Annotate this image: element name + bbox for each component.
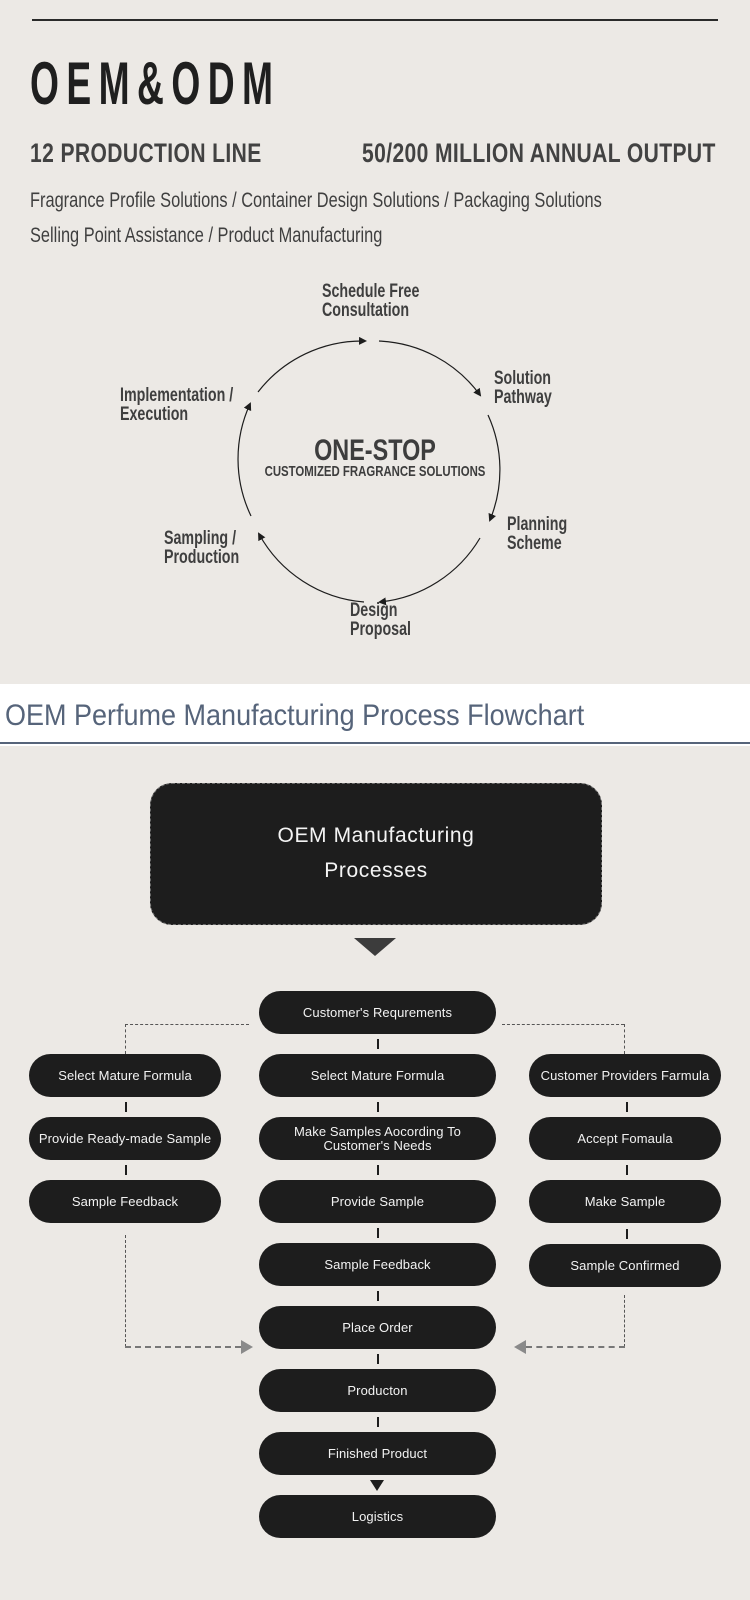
section-title: OEM Perfume Manufacturing Process Flowch…	[5, 699, 585, 732]
step-line: Proposal	[350, 619, 411, 640]
cycle-step-design: Design Proposal	[350, 601, 411, 639]
flow-node-center-7: Finished Product	[259, 1432, 496, 1475]
flow-node-left-2: Provide Ready-made Sample	[29, 1117, 221, 1160]
one-stop-cycle-diagram: Schedule Free Consultation Solution Path…	[0, 270, 750, 660]
cycle-step-implementation: Implementation / Execution	[120, 386, 233, 424]
one-stop-title: ONE-STOP	[314, 434, 436, 467]
arrow-right-icon	[241, 1340, 253, 1354]
top-divider	[32, 19, 718, 21]
cycle-step-planning: Planning Scheme	[507, 515, 567, 553]
cycle-step-sampling: Sampling / Production	[164, 529, 239, 567]
connector-tick	[377, 1039, 379, 1049]
cycle-step-consultation: Schedule Free Consultation	[322, 282, 419, 320]
left-merge-connector-h	[125, 1346, 241, 1348]
arc-implementation-to-consultation	[257, 336, 367, 393]
flow-node-left-3: Sample Feedback	[29, 1180, 221, 1223]
flow-node-right-2: Accept Fomaula	[529, 1117, 721, 1160]
step-line: Implementation /	[120, 385, 234, 406]
flow-node-center-1: Select Mature Formula	[259, 1054, 496, 1097]
flow-node-right-1: Customer Providers Farmula	[529, 1054, 721, 1097]
step-line: Production	[164, 547, 240, 568]
one-stop-subtitle: CUSTOMIZED FRAGRANCE SOLUTIONS	[264, 463, 486, 480]
connector-tick	[377, 1102, 379, 1112]
connector-tick	[377, 1165, 379, 1175]
step-line: Execution	[120, 404, 189, 425]
step-line: Planning	[507, 514, 568, 535]
stat-production-lines: 12 PRODUCTION LINE	[30, 138, 262, 168]
flow-node-center-2: Make Samples Aocording To Customer's Nee…	[259, 1117, 496, 1160]
connector-tick	[377, 1291, 379, 1301]
flow-node-center-8: Logistics	[259, 1495, 496, 1538]
arc-pathway-to-planning	[487, 414, 501, 522]
connector-tick	[377, 1228, 379, 1238]
left-merge-connector	[125, 1235, 126, 1347]
stat-annual-output: 50/200 MILLION ANNUAL OUTPUT	[362, 138, 716, 168]
flow-node-start: Customer's Requrements	[259, 991, 496, 1034]
services-line-2: Selling Point Assistance / Product Manuf…	[30, 224, 383, 247]
flow-node-right-4: Sample Confirmed	[529, 1244, 721, 1287]
hero-line-2: Processes	[324, 859, 428, 882]
hero-line-1: OEM Manufacturing	[277, 824, 475, 847]
arrow-left-icon	[514, 1340, 526, 1354]
arc-planning-to-design	[378, 537, 481, 606]
step-line: Consultation	[322, 300, 410, 321]
connector-tick	[377, 1417, 379, 1427]
step-line: Solution	[494, 368, 551, 389]
branch-connector-right	[502, 1024, 624, 1025]
arc-design-to-sampling	[258, 532, 365, 603]
arc-sampling-to-implementation	[237, 402, 252, 517]
flow-node-center-4: Sample Feedback	[259, 1243, 496, 1286]
flow-node-center-6: Producton	[259, 1369, 496, 1412]
arc-consultation-to-pathway	[378, 340, 482, 397]
branch-connector-right-drop	[624, 1024, 625, 1054]
down-arrow-icon	[370, 1480, 384, 1491]
step-line: Sampling /	[164, 528, 237, 549]
cycle-arcs	[237, 336, 501, 606]
connector-tick	[626, 1165, 628, 1175]
step-line: Design	[350, 600, 398, 621]
flow-node-center-5: Place Order	[259, 1306, 496, 1349]
services-line-1: Fragrance Profile Solutions / Container …	[30, 189, 602, 212]
branch-connector-left	[125, 1024, 249, 1025]
cycle-step-pathway: Solution Pathway	[494, 369, 552, 407]
flowchart-hero-box: OEM Manufacturing Processes	[150, 783, 602, 925]
connector-tick	[377, 1354, 379, 1364]
connector-tick	[626, 1229, 628, 1239]
right-merge-connector	[624, 1295, 625, 1347]
step-line: Schedule Free	[322, 281, 420, 302]
branch-connector-left-drop	[125, 1024, 126, 1054]
flow-node-right-3: Make Sample	[529, 1180, 721, 1223]
flow-node-center-3: Provide Sample	[259, 1180, 496, 1223]
connector-tick	[125, 1165, 127, 1175]
section-banner: OEM Perfume Manufacturing Process Flowch…	[0, 684, 750, 746]
step-line: Scheme	[507, 533, 562, 554]
section-underline	[0, 742, 750, 744]
step-line: Pathway	[494, 387, 552, 408]
down-triangle-icon	[354, 938, 396, 956]
connector-tick	[626, 1102, 628, 1112]
right-merge-connector-h	[526, 1346, 625, 1348]
flow-node-left-1: Select Mature Formula	[29, 1054, 221, 1097]
connector-tick	[125, 1102, 127, 1112]
brand-title: OEM&ODM	[30, 50, 281, 117]
